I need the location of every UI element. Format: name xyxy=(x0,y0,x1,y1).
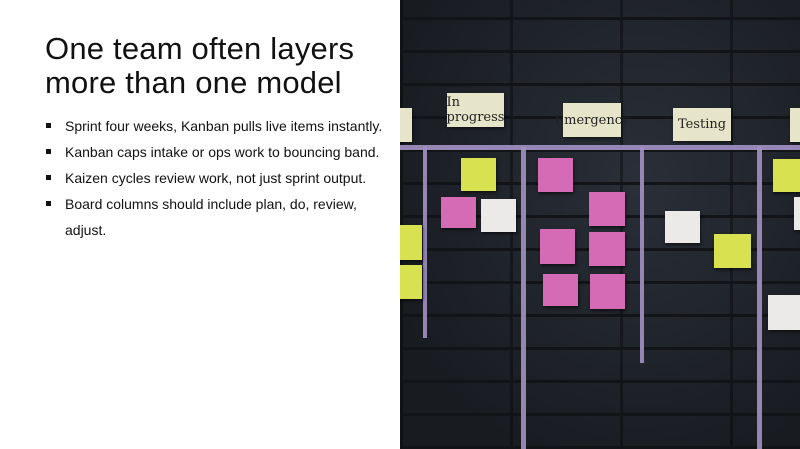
sticky-note xyxy=(461,158,496,191)
bullet-list: Sprint four weeks, Kanban pulls live ite… xyxy=(45,113,385,243)
vertical-tape xyxy=(521,147,526,449)
sticky-note xyxy=(794,197,800,230)
bullet-item: Sprint four weeks, Kanban pulls live ite… xyxy=(45,113,385,139)
column-header-partial xyxy=(400,108,412,142)
column-header-testing: Testing xyxy=(673,108,731,141)
bullet-item: Board columns should include plan, do, r… xyxy=(45,191,385,243)
kanban-board-photo: In progress Emergency Testing xyxy=(400,0,800,449)
horizontal-tape xyxy=(400,145,800,150)
text-panel: One team often layers more than one mode… xyxy=(45,31,385,243)
sticky-note xyxy=(714,234,751,268)
sticky-note xyxy=(590,274,625,309)
column-header-partial xyxy=(790,108,800,142)
sticky-note xyxy=(400,265,422,299)
sticky-note xyxy=(589,192,625,226)
bullet-item: Kanban caps intake or ops work to bounci… xyxy=(45,139,385,165)
bullet-item: Kaizen cycles review work, not just spri… xyxy=(45,165,385,191)
sticky-note xyxy=(665,211,700,243)
slide-title: One team often layers more than one mode… xyxy=(45,31,355,100)
sticky-note xyxy=(481,199,516,232)
vertical-tape xyxy=(423,147,427,338)
sticky-note xyxy=(773,159,800,192)
bullet-square-icon xyxy=(46,201,51,206)
sticky-note xyxy=(540,229,575,264)
bullet-square-icon xyxy=(46,149,51,154)
sticky-note xyxy=(543,274,578,306)
column-header-in-progress: In progress xyxy=(446,93,505,127)
vertical-tape xyxy=(757,147,762,449)
bullet-square-icon xyxy=(46,175,51,180)
sticky-note xyxy=(400,225,422,260)
vertical-tape xyxy=(640,147,644,363)
sticky-note xyxy=(589,232,625,266)
bullet-square-icon xyxy=(46,123,51,128)
sticky-note xyxy=(441,197,476,228)
sticky-note xyxy=(768,295,800,330)
column-header-emergency: Emergency xyxy=(555,103,629,137)
sticky-note xyxy=(538,158,573,192)
